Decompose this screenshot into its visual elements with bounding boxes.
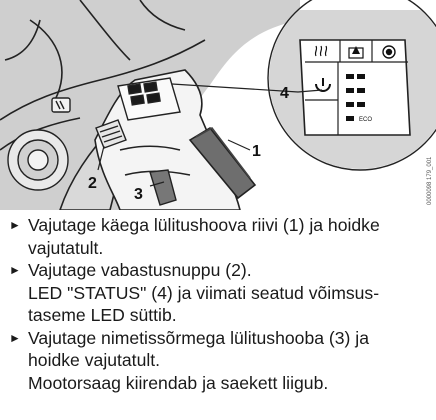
zoom-leader-line: [171, 83, 299, 93]
zoom-detail: ECO: [267, 0, 436, 171]
arrow-bullet-icon: ►: [9, 218, 21, 232]
eco-label: ECO: [359, 117, 372, 123]
instruction-step: ► Vajutage nimetissõrmega lülitushooba (…: [4, 327, 434, 395]
step-result: LED "STATUS" (4) ja viimati seatud võims…: [28, 282, 380, 303]
led-level-indicators: [346, 74, 365, 121]
heater-icon: [314, 45, 328, 57]
control-panel-small: [117, 77, 181, 121]
callout-3: 3: [134, 186, 143, 203]
callout-1: 1: [252, 143, 261, 160]
step-result: Mootorsaag kiirendab ja saekett liigub.: [28, 372, 329, 393]
throttle-trigger: [149, 169, 177, 206]
step-text: vajutatult.: [28, 237, 104, 258]
release-button: [95, 119, 127, 149]
connection-icon: [382, 45, 396, 59]
arrow-bullet-icon: ►: [9, 263, 21, 277]
step-text: Vajutage käega lülitushoova riivi (1) ja…: [28, 215, 380, 235]
step-result: taseme LED süttib.: [28, 305, 177, 325]
arrow-bullet-icon: ►: [9, 330, 21, 345]
instruction-list: ► Vajutage käega lülitushoova riivi (1) …: [4, 214, 434, 394]
callout-2: 2: [88, 175, 97, 192]
callout-leaders: [97, 89, 323, 187]
step-text: Vajutage nimetissõrmega lülitushooba (3)…: [28, 327, 369, 348]
power-icon: [315, 78, 331, 92]
instruction-step: ► Vajutage vabastusnuppu (2). LED "STATU…: [4, 259, 434, 327]
image-code: 0000098 179_001: [427, 156, 433, 205]
slot-cover: [51, 97, 71, 113]
instruction-step: ► Vajutage käega lülitushoova riivi (1) …: [4, 214, 434, 259]
illustration: ECO 1 2 3 4 0000098 179_001: [0, 0, 436, 210]
step-text: hoidke vajutatult.: [28, 350, 161, 370]
throttle-lever-lock: [188, 126, 257, 200]
step-text: Vajutage vabastusnuppu (2).: [28, 260, 252, 280]
air-vent: [7, 129, 69, 191]
battery-warning-icon: [348, 46, 364, 59]
callout-4: 4: [280, 85, 289, 102]
